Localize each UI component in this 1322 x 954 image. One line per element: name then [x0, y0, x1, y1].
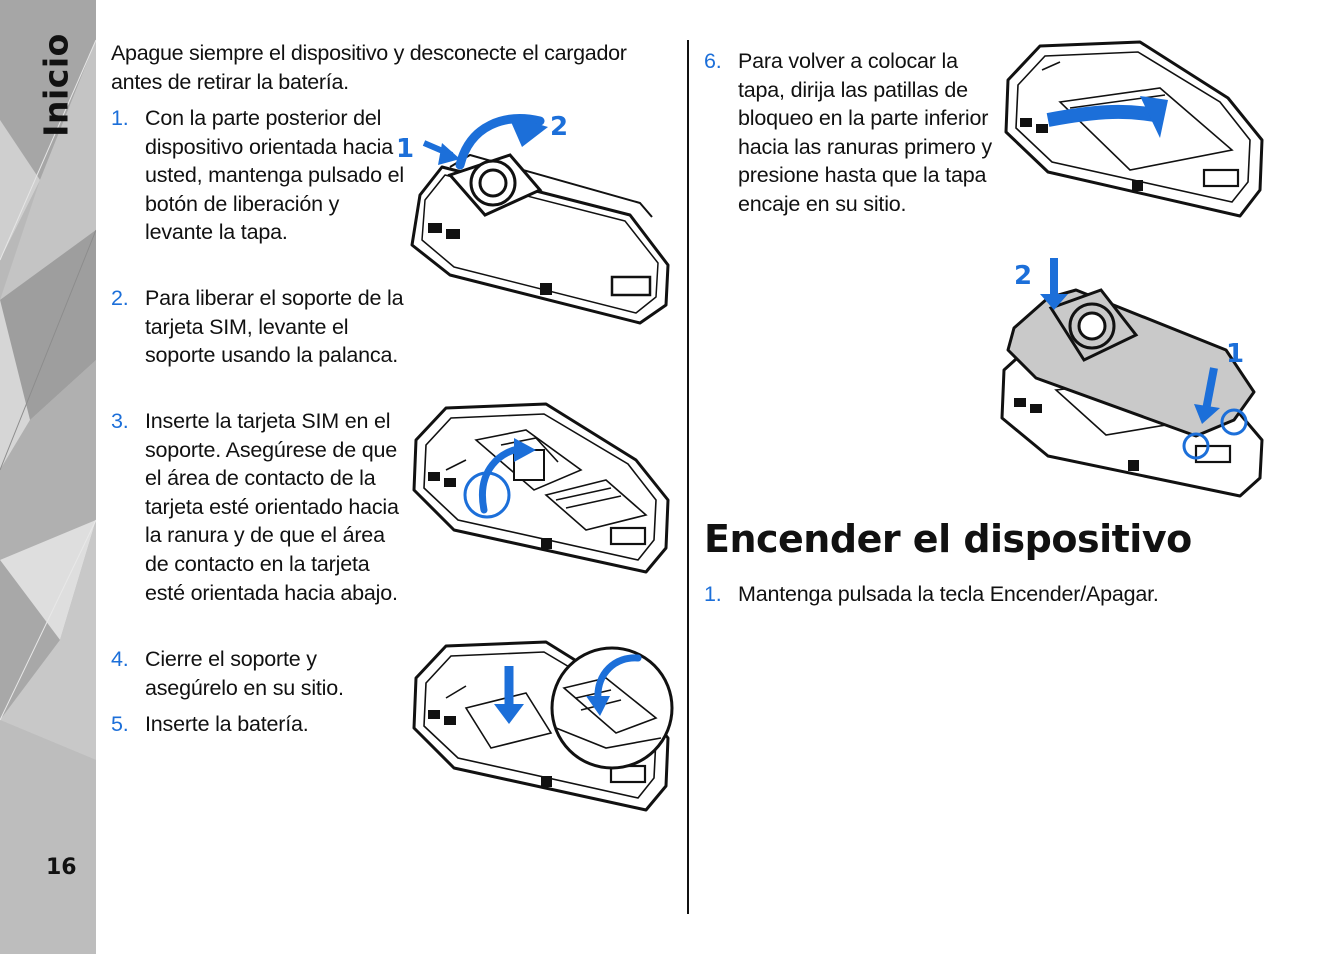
step-number: 5.: [111, 712, 129, 736]
step-text: Inserte la tarjeta SIM en el soporte. As…: [145, 409, 399, 605]
step-text: Para liberar el soporte de la tarjeta SI…: [145, 286, 404, 368]
step-1: 1. Con la parte posterior del dispositiv…: [111, 104, 411, 247]
cover-replace-illustration: 2 1: [1000, 258, 1264, 498]
step-text: Con la parte posterior del dispositivo o…: [145, 106, 404, 245]
step-number: 2.: [111, 286, 129, 310]
step-number: 4.: [111, 647, 129, 671]
battery-illustration: [1004, 40, 1264, 218]
illustration-label: 1: [1226, 339, 1244, 369]
intro-text: Apague siempre el dispositivo y desconec…: [111, 41, 627, 94]
illustration-label: 2: [550, 112, 568, 142]
step-4: 4. Cierre el soporte y asegúrelo en su s…: [111, 645, 401, 702]
section-heading: Encender el dispositivo: [704, 517, 1192, 561]
step-text: Inserte la batería.: [145, 712, 309, 736]
step-text: Para volver a colocar la tapa, dirija la…: [738, 49, 992, 216]
illustration-label: 1: [396, 134, 414, 164]
sim-holder-illustration: [412, 402, 670, 574]
step-6: 6. Para volver a colocar la tapa, dirija…: [704, 47, 994, 219]
step-3: 3. Inserte la tarjeta SIM en el soporte.…: [111, 407, 413, 607]
step-number: 3.: [111, 409, 129, 433]
step-number: 1.: [704, 582, 722, 606]
power-step-1: 1. Mantenga pulsada la tecla Encender/Ap…: [704, 580, 1264, 609]
sidebar-pattern: [0, 0, 96, 954]
column-divider: [687, 40, 689, 914]
section-title: Inicio: [36, 33, 76, 137]
step-text: Mantenga pulsada la tecla Encender/Apaga…: [738, 582, 1159, 606]
step-text: Cierre el soporte y asegúrelo en su siti…: [145, 647, 344, 700]
step-number: 1.: [111, 106, 129, 130]
step-2: 2. Para liberar el soporte de la tarjeta…: [111, 284, 411, 370]
sidebar: Inicio 16: [0, 0, 96, 954]
illustration-label: 2: [1014, 261, 1032, 291]
page-number: 16: [46, 855, 77, 880]
step-5: 5. Inserte la batería.: [111, 710, 401, 739]
cover-release-illustration: 1 2: [396, 112, 670, 325]
sim-close-illustration: [412, 640, 674, 812]
step-number: 6.: [704, 49, 722, 73]
